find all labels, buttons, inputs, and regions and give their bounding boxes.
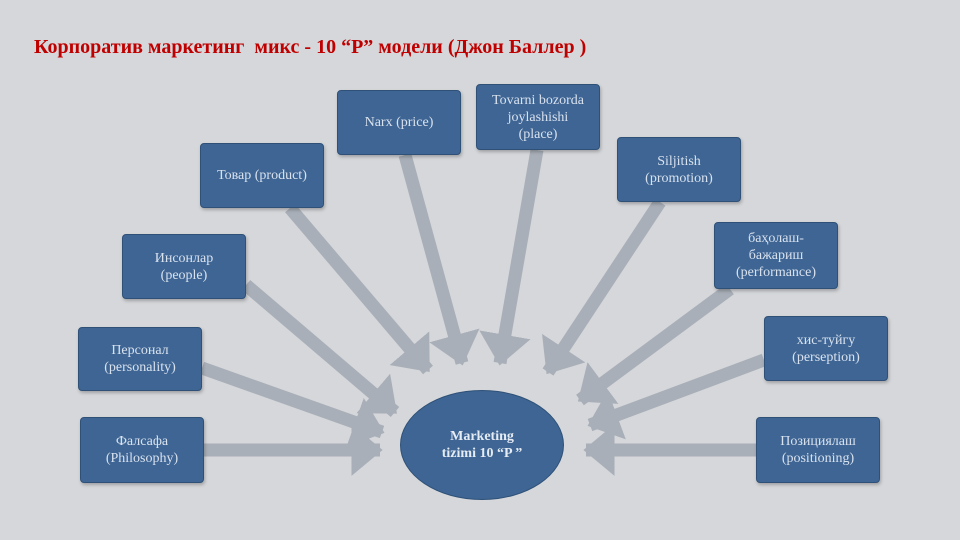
node-promotion-label: Siljitish (promotion) bbox=[645, 153, 713, 186]
node-perseption-label: хис-туйгу (perseption) bbox=[792, 332, 860, 365]
node-people: Инсонлар (people) bbox=[122, 234, 246, 299]
node-people-label: Инсонлар (people) bbox=[154, 250, 214, 283]
node-product-label: Товар (product) bbox=[217, 168, 307, 183]
node-personality: Персонал (personality) bbox=[78, 327, 202, 391]
arrow-performance bbox=[576, 283, 734, 406]
node-personality-label: Персонал (personality) bbox=[104, 343, 176, 375]
node-philosophy-label: Фалсафа (Philosophy) bbox=[105, 434, 179, 466]
node-perseption: хис-туйгу (perseption) bbox=[764, 316, 888, 381]
node-performance-label: баҳолаш- бажариш (performance) bbox=[735, 231, 817, 280]
page-title: Корпоратив маркетинг микс - 10 “P” модел… bbox=[34, 36, 587, 58]
arrow-promotion bbox=[542, 198, 666, 376]
hub-marketing-system: Marketing tizimi 10 “P ” bbox=[400, 390, 564, 500]
node-philosophy: Фалсафа (Philosophy) bbox=[80, 417, 204, 483]
node-performance: баҳолаш- бажариш (performance) bbox=[714, 222, 838, 289]
arrow-perseption bbox=[587, 353, 767, 440]
arrow-people bbox=[241, 280, 400, 417]
arrow-product bbox=[285, 203, 433, 375]
node-positioning: Позициялаш (positioning) bbox=[756, 417, 880, 483]
arrow-price bbox=[398, 153, 480, 366]
node-promotion: Siljitish (promotion) bbox=[617, 137, 741, 202]
arrow-personality bbox=[199, 361, 385, 447]
node-place-label: Tovarni bozorda joylashishi (place) bbox=[492, 92, 584, 142]
node-place: Tovarni bozorda joylashishi (place) bbox=[476, 84, 600, 150]
node-price: Narx (price) bbox=[337, 90, 461, 155]
arrow-place bbox=[479, 148, 544, 366]
node-product: Товар (product) bbox=[200, 143, 324, 208]
node-positioning-label: Позициялаш (positioning) bbox=[780, 434, 856, 466]
node-price-label: Narx (price) bbox=[364, 115, 434, 130]
hub-label: Marketing tizimi 10 “P ” bbox=[441, 429, 523, 461]
